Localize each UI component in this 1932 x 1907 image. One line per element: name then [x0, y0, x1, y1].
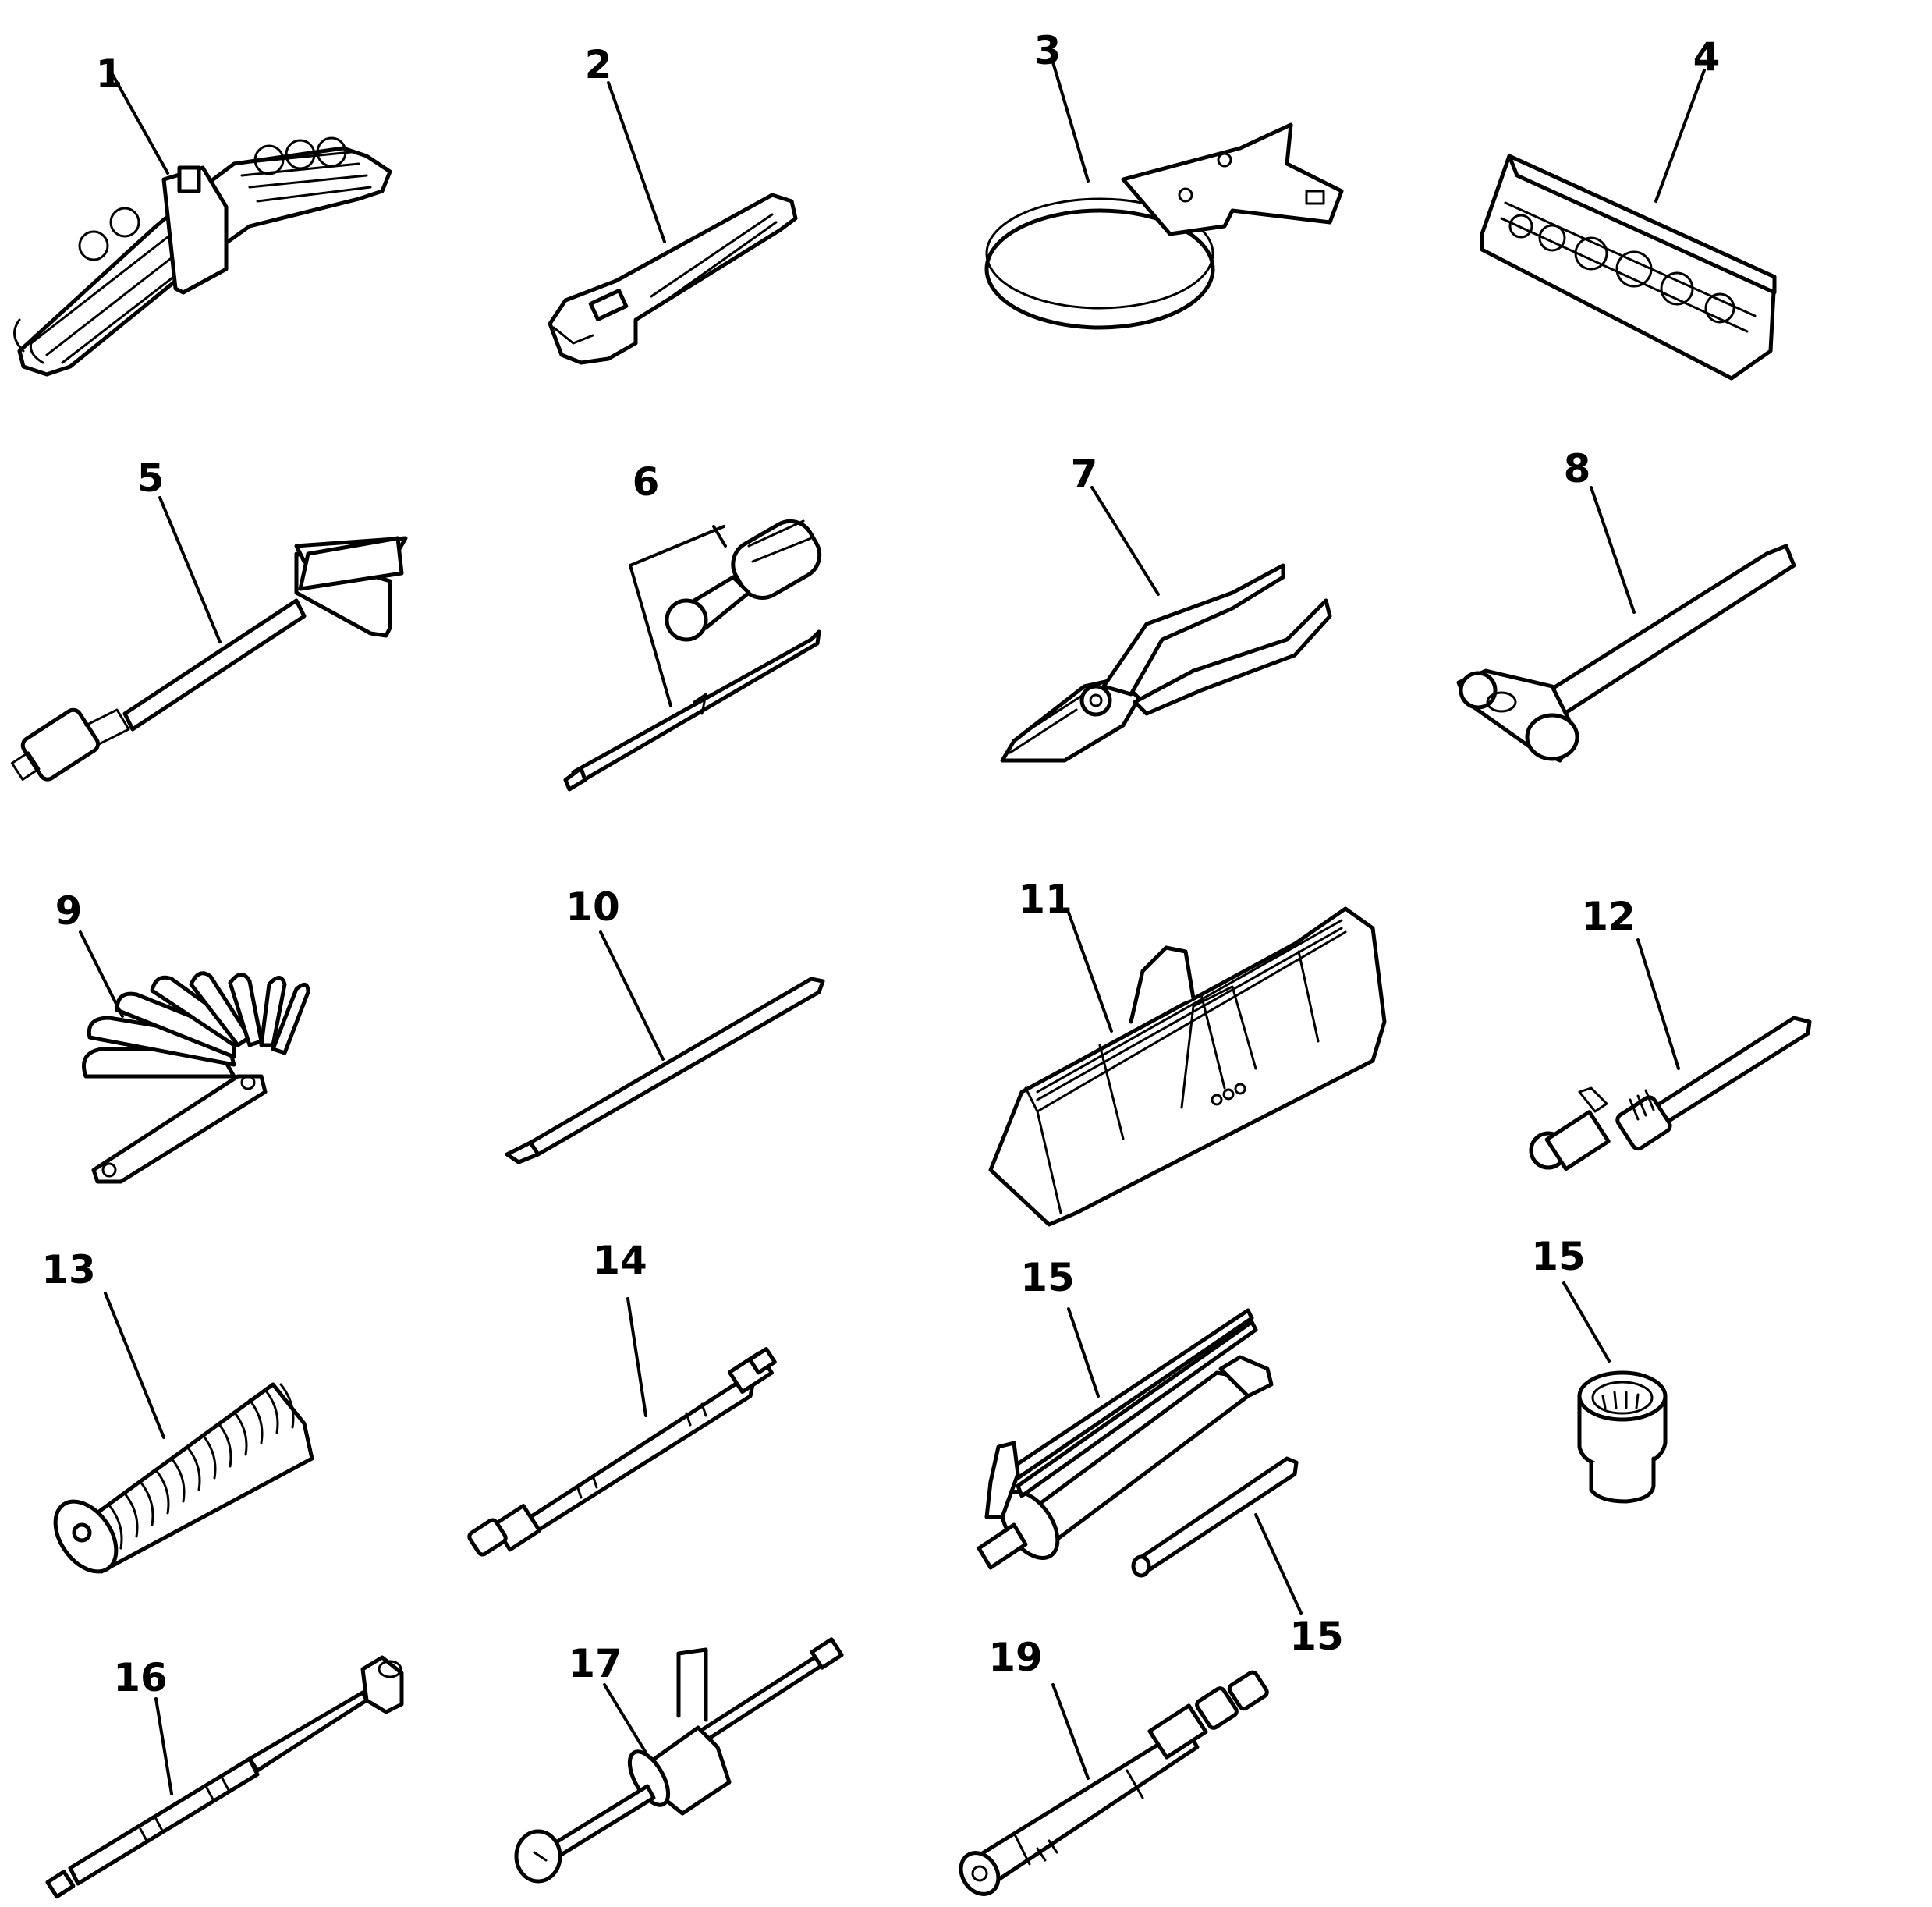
- leader-line-7: [1090, 486, 1160, 596]
- leader-line-4: [1654, 69, 1706, 203]
- callout-15a: 15: [1020, 1255, 1075, 1300]
- callout-9: 9: [55, 888, 83, 934]
- leader-line-9: [79, 930, 124, 1018]
- slide-hammer-icon: [514, 1637, 844, 1884]
- wrench-set-icon: [13, 136, 392, 377]
- callout-5: 5: [137, 455, 165, 501]
- leader-line-16: [1562, 1281, 1611, 1363]
- callout-4: 4: [1693, 34, 1721, 80]
- box-wrench-handle-icon: [45, 1655, 404, 1899]
- callout-3: 3: [1034, 28, 1062, 73]
- leader-line-13: [104, 1292, 165, 1439]
- leader-line-2: [607, 81, 666, 243]
- leader-line-12: [1636, 938, 1680, 1070]
- callout-11: 11: [1018, 877, 1072, 922]
- callout-18: 17: [568, 1641, 622, 1686]
- leader-line-15b: [1254, 1513, 1303, 1615]
- adjustable-wrench-icon: [548, 193, 798, 365]
- leader-line-1: [108, 67, 169, 175]
- leader-line-11: [1067, 911, 1113, 1033]
- hose-coupler-icon: [959, 1670, 1269, 1896]
- filter-strap-wrench-icon: [984, 122, 1344, 330]
- stud-rod-icon: [467, 1347, 777, 1557]
- tool-bag-icon: [988, 906, 1387, 1227]
- callout-15b: 15: [1289, 1614, 1344, 1659]
- leader-line-8: [1590, 486, 1636, 614]
- socket-icon: [1577, 1370, 1668, 1504]
- leader-line-17: [154, 1697, 173, 1795]
- leader-line-15a: [1067, 1307, 1100, 1398]
- socket-set-case-icon: [1480, 154, 1777, 381]
- leader-line-14: [626, 1297, 647, 1417]
- feeler-gauge-icon: [82, 971, 310, 1184]
- pry-bar-icon: [505, 977, 825, 1164]
- callout-12: 12: [1581, 894, 1636, 939]
- callout-19: 19: [988, 1635, 1043, 1680]
- leader-line-5: [158, 496, 222, 643]
- leader-line-3: [1051, 61, 1090, 183]
- leader-line-10: [599, 930, 665, 1061]
- grease-gun-icon: [977, 1308, 1299, 1578]
- callout-17: 16: [113, 1655, 168, 1700]
- callout-10: 10: [565, 884, 620, 930]
- pliers-icon: [1000, 563, 1332, 763]
- leader-line-19: [1051, 1683, 1090, 1780]
- callout-13: 13: [41, 1247, 96, 1292]
- coiled-spring-icon: [53, 1382, 314, 1574]
- hammer-icon: [1456, 544, 1796, 763]
- callout-2: 2: [585, 42, 612, 87]
- callout-1: 1: [96, 51, 123, 97]
- callout-16: 15: [1531, 1234, 1586, 1279]
- leader-line-18: [603, 1683, 647, 1754]
- callout-7: 7: [1071, 452, 1098, 497]
- socket-extension-icon: [10, 536, 408, 782]
- callout-8: 8: [1564, 446, 1591, 491]
- leader-line-6: [629, 525, 727, 707]
- callout-6: 6: [633, 459, 660, 505]
- screwdriver-set-icon: [563, 519, 822, 792]
- callout-14: 14: [593, 1238, 647, 1283]
- puller-bolt-icon: [1529, 1016, 1812, 1171]
